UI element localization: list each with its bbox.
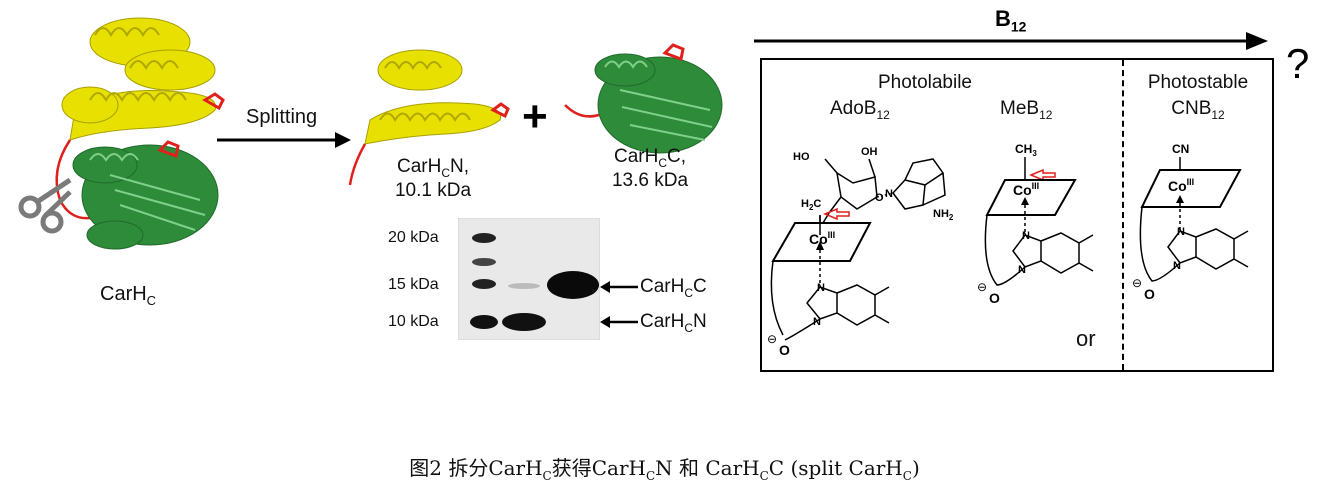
svg-text:O: O bbox=[989, 290, 1000, 306]
band-arrow-c bbox=[600, 281, 638, 293]
svg-text:CN: CN bbox=[1172, 142, 1189, 156]
sample-band-faint bbox=[508, 283, 540, 289]
adob12-structure: HO OH O N H2C NH2 CoIII N N ⊖ O bbox=[767, 146, 954, 358]
ladder-label-10: 10 kDa bbox=[388, 313, 439, 330]
photostable-label: Photostable bbox=[1147, 72, 1249, 93]
scissors-icon bbox=[18, 177, 72, 234]
band-arrow-n bbox=[600, 316, 638, 328]
svg-text:CoIII: CoIII bbox=[809, 230, 835, 247]
svg-text:⊖: ⊖ bbox=[767, 332, 777, 346]
plus-sign: + bbox=[522, 92, 548, 141]
svg-text:N: N bbox=[1177, 226, 1185, 238]
svg-text:HO: HO bbox=[793, 151, 810, 163]
sds-page-gel bbox=[458, 218, 600, 340]
svg-text:N: N bbox=[1018, 264, 1026, 276]
meb12-structure: CH3 CoIII N N ⊖ O bbox=[977, 142, 1094, 306]
svg-text:CH3: CH3 bbox=[1015, 142, 1037, 158]
splitting-arrow bbox=[217, 132, 351, 148]
ladder-band bbox=[472, 279, 496, 289]
svg-text:⊖: ⊖ bbox=[977, 280, 987, 294]
b12-panel-box bbox=[760, 58, 1274, 372]
or-label: or bbox=[1076, 326, 1096, 351]
band-label-c: CarHCC bbox=[640, 276, 707, 300]
carh-c-fragment-structure bbox=[564, 43, 723, 154]
svg-text:H2C: H2C bbox=[801, 198, 821, 212]
svg-text:N: N bbox=[1022, 230, 1030, 242]
svg-text:O: O bbox=[779, 342, 790, 358]
ladder-label-15: 15 kDa bbox=[388, 276, 439, 293]
adob12-label: AdoB12 bbox=[830, 98, 890, 122]
svg-text:CoIII: CoIII bbox=[1013, 181, 1039, 198]
ladder-band bbox=[470, 315, 498, 329]
svg-text:O: O bbox=[875, 192, 884, 204]
splitting-label: Splitting bbox=[246, 106, 318, 128]
question-mark: ? bbox=[1286, 40, 1310, 87]
b12-arrow bbox=[754, 32, 1268, 50]
svg-text:CoIII: CoIII bbox=[1168, 177, 1194, 194]
sample-band-c bbox=[547, 271, 599, 299]
ladder-label-20: 20 kDa bbox=[388, 229, 439, 246]
meb12-label: MeB12 bbox=[1000, 98, 1053, 122]
carh-full-label: CarHC bbox=[100, 283, 157, 308]
figure-caption: 图2 拆分CarHC获得CarHCN 和 CarHCC (split CarHC… bbox=[409, 456, 920, 483]
carh-n-fragment-label: CarHCN, 10.1 kDa bbox=[394, 156, 472, 201]
ladder-band bbox=[472, 233, 496, 243]
svg-text:⊖: ⊖ bbox=[1132, 276, 1142, 290]
svg-text:OH: OH bbox=[861, 146, 878, 158]
svg-text:NH2: NH2 bbox=[933, 208, 954, 222]
svg-text:N: N bbox=[1173, 260, 1181, 272]
carh-full-structure bbox=[18, 17, 225, 250]
photolabile-label: Photolabile bbox=[877, 72, 973, 93]
cnb12-label: CNB12 bbox=[1171, 98, 1225, 122]
svg-text:N: N bbox=[813, 316, 821, 328]
cnb12-structure: CN CoIII N N ⊖ O bbox=[1132, 142, 1249, 302]
carh-c-fragment-label: CarHCC, 13.6 kDa bbox=[611, 146, 689, 191]
b12-arrow-label: B12 bbox=[995, 6, 1027, 35]
carh-n-fragment-structure bbox=[348, 49, 510, 186]
band-label-n: CarHCN bbox=[640, 311, 707, 335]
panel-divider bbox=[1122, 60, 1124, 370]
svg-text:N: N bbox=[817, 282, 825, 294]
ladder-band bbox=[472, 258, 496, 266]
svg-text:N: N bbox=[885, 188, 893, 200]
svg-text:O: O bbox=[1144, 286, 1155, 302]
sample-band-n bbox=[502, 313, 546, 331]
